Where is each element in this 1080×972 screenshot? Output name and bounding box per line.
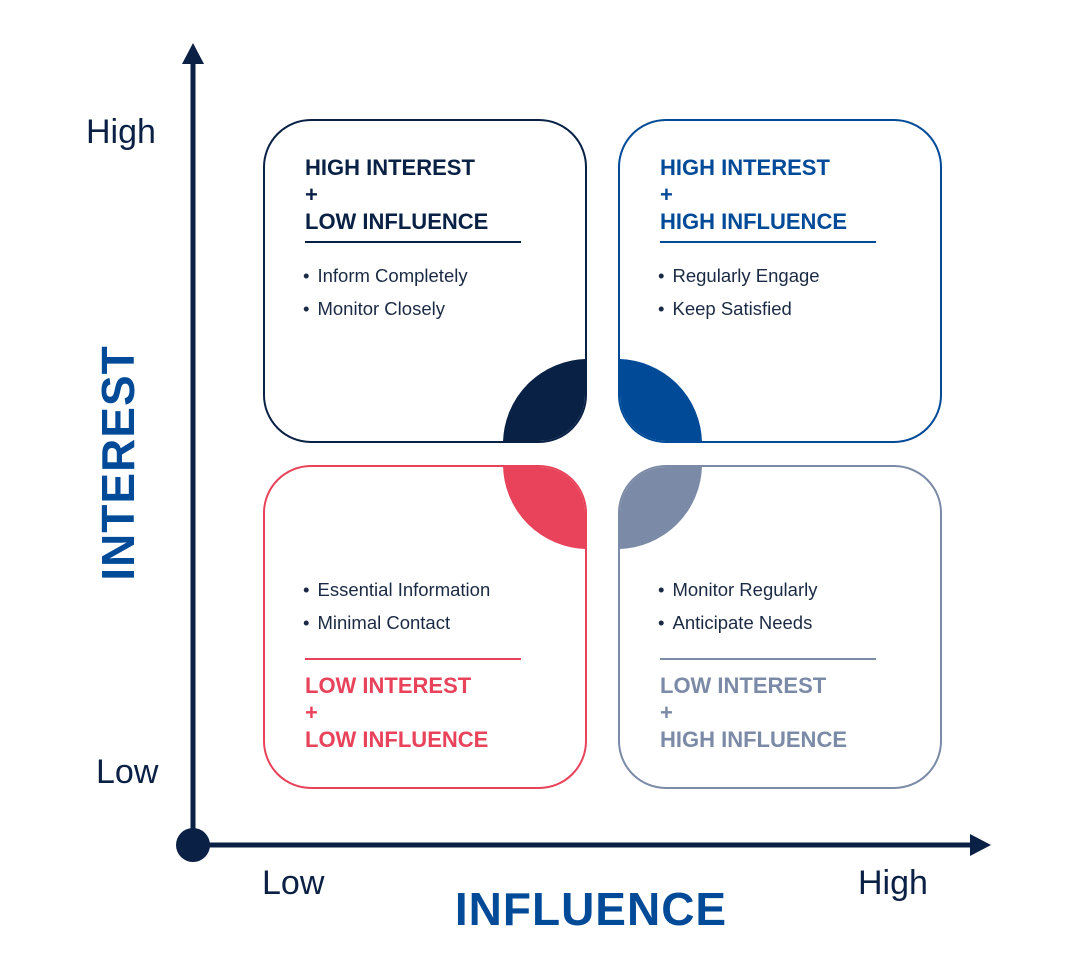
axis-origin-dot xyxy=(176,828,210,862)
list-item: Regularly Engage xyxy=(658,259,819,292)
list-item: Essential Information xyxy=(303,573,490,606)
quadrant-title-rule xyxy=(660,658,876,660)
y-axis-high-label: High xyxy=(86,113,156,151)
quadrant-item-list: Inform Completely Monitor Closely xyxy=(303,259,468,325)
list-item: Monitor Closely xyxy=(303,292,468,325)
quadrant-item-list: Monitor Regularly Anticipate Needs xyxy=(658,573,817,639)
y-axis-arrow xyxy=(182,43,204,64)
y-axis-title: INTEREST xyxy=(92,345,144,581)
quadrant-item-list: Essential Information Minimal Contact xyxy=(303,573,490,639)
quadrant-corner-accent xyxy=(620,467,702,549)
quadrant-high-interest-low-influence: HIGH INTEREST + LOW INFLUENCE Inform Com… xyxy=(263,119,587,443)
quadrant-corner-accent xyxy=(503,467,585,549)
quadrant-title-rule xyxy=(660,241,876,243)
x-axis-high-label: High xyxy=(858,864,928,902)
list-item: Monitor Regularly xyxy=(658,573,817,606)
quadrant-corner-accent xyxy=(620,359,702,441)
quadrant-low-interest-low-influence: Essential Information Minimal Contact LO… xyxy=(263,465,587,789)
list-item: Inform Completely xyxy=(303,259,467,292)
quadrant-title: LOW INTEREST + HIGH INFLUENCE xyxy=(660,673,847,752)
quadrant-title-rule xyxy=(305,241,521,243)
list-item: Minimal Contact xyxy=(303,606,490,639)
quadrant-title-rule xyxy=(305,658,521,660)
quadrant-item-list: Regularly Engage Keep Satisfied xyxy=(658,259,820,325)
quadrant-title: LOW INTEREST + LOW INFLUENCE xyxy=(305,673,489,752)
x-axis-low-label: Low xyxy=(262,864,325,902)
list-item: Keep Satisfied xyxy=(658,292,820,325)
x-axis-title: INFLUENCE xyxy=(454,883,728,935)
quadrant-low-interest-high-influence: Monitor Regularly Anticipate Needs LOW I… xyxy=(618,465,942,789)
list-item: Anticipate Needs xyxy=(658,606,817,639)
x-axis-arrow xyxy=(970,834,991,856)
quadrant-corner-accent xyxy=(503,359,585,441)
quadrant-title: HIGH INTEREST + LOW INFLUENCE xyxy=(305,155,489,234)
y-axis-low-label: Low xyxy=(96,753,159,791)
quadrant-title: HIGH INTEREST + HIGH INFLUENCE xyxy=(660,155,847,234)
quadrant-high-interest-high-influence: HIGH INTEREST + HIGH INFLUENCE Regularly… xyxy=(618,119,942,443)
